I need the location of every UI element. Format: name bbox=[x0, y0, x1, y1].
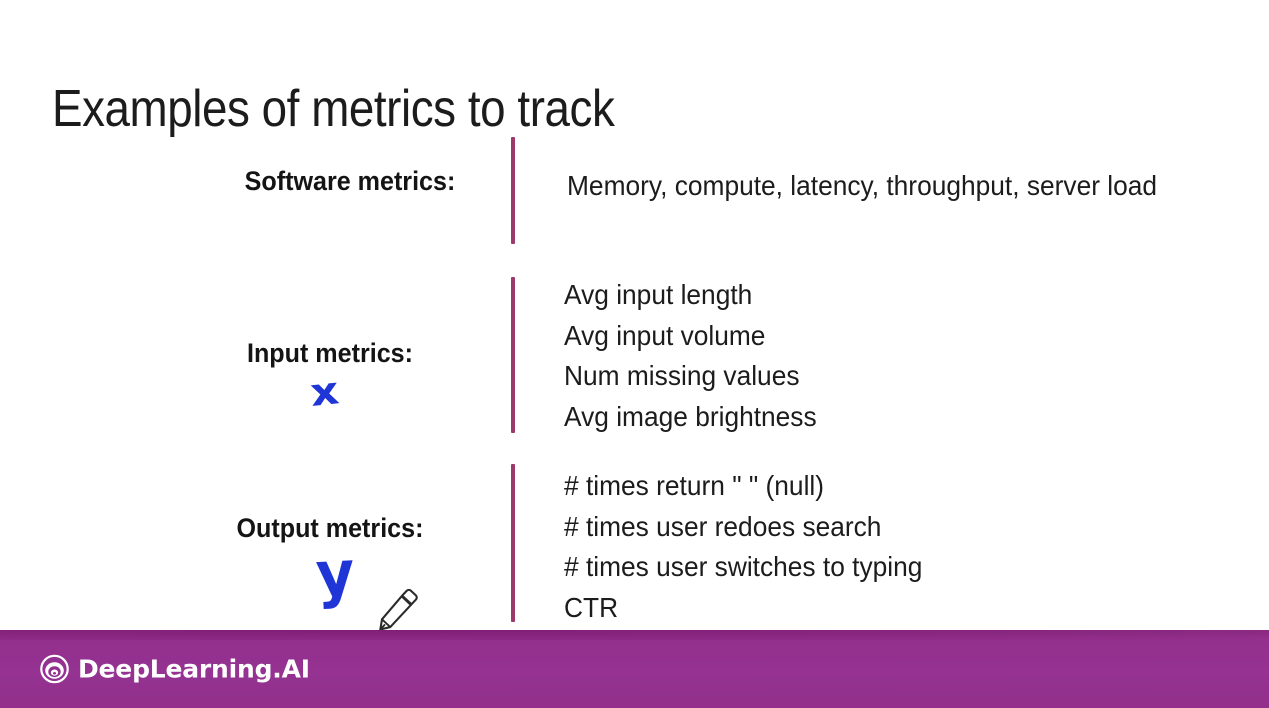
brand-logo: DeepLearning.AI bbox=[40, 655, 310, 684]
divider-input-metrics bbox=[511, 277, 515, 433]
handwritten-x-annotation: x bbox=[308, 368, 341, 415]
brand-name: DeepLearning.AI bbox=[78, 654, 310, 684]
row-label-output-metrics: Output metrics: bbox=[135, 513, 526, 544]
content-input-metrics: Avg input length Avg input volume Num mi… bbox=[564, 275, 817, 437]
list-item: # times user redoes search bbox=[564, 510, 882, 542]
list-item: # times user switches to typing bbox=[564, 551, 923, 582]
handwritten-y-annotation: y bbox=[314, 536, 357, 611]
content-software-metrics: Memory, compute, latency, throughput, se… bbox=[567, 166, 1157, 207]
list-item: Avg image brightness bbox=[564, 400, 817, 432]
list-item: CTR bbox=[564, 591, 619, 623]
list-item: Avg input length bbox=[564, 279, 753, 310]
row-label-text: Input metrics: bbox=[246, 338, 414, 368]
footer-bar: DeepLearning.AI bbox=[0, 630, 1269, 708]
deeplearning-spiral-logo-icon bbox=[40, 654, 69, 684]
row-label-text: Output metrics: bbox=[236, 513, 424, 543]
list-item: Memory, compute, latency, throughput, se… bbox=[567, 170, 1158, 201]
row-label-software-metrics: Software metrics: bbox=[155, 166, 546, 197]
list-item: # times return " " (null) bbox=[564, 470, 825, 501]
page-title: Examples of metrics to track bbox=[52, 79, 615, 138]
content-output-metrics: # times return " " (null) # times user r… bbox=[564, 466, 922, 628]
list-item: Num missing values bbox=[564, 360, 800, 391]
divider-output-metrics bbox=[511, 464, 515, 622]
pen-cursor-icon bbox=[371, 581, 425, 635]
list-item: Avg input volume bbox=[564, 319, 766, 351]
row-label-text: Software metrics: bbox=[244, 166, 456, 196]
divider-software-metrics bbox=[511, 137, 515, 244]
row-label-input-metrics: Input metrics: bbox=[135, 338, 526, 369]
